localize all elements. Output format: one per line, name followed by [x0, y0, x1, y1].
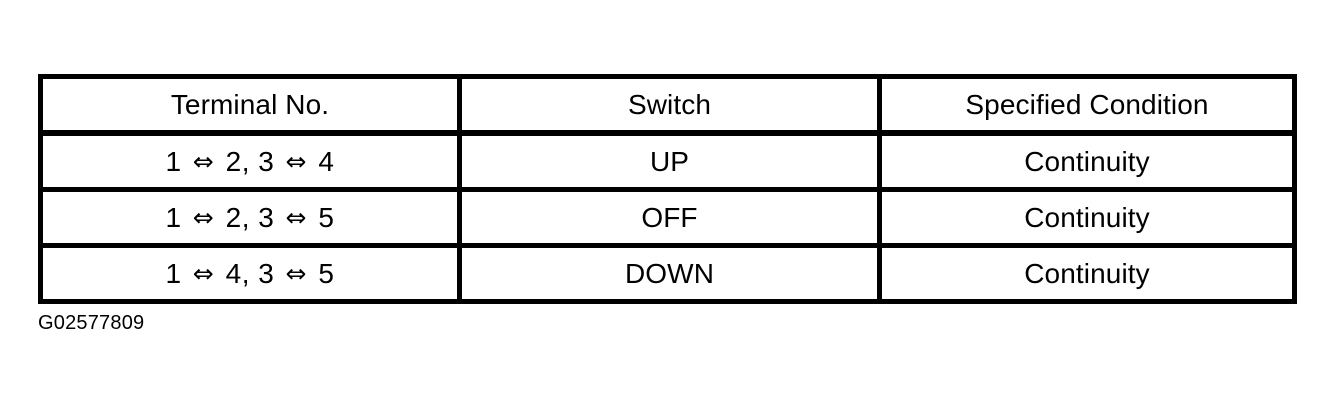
cell-terminal-no-value: 1 ⇔ 2, 3 ⇔ 4 [165, 145, 335, 177]
cell-switch-value: DOWN [624, 257, 715, 289]
cell-specified-condition: Continuity [877, 189, 1297, 248]
cell-switch-value: UP [649, 145, 690, 177]
table-row: 1 ⇔ 2, 3 ⇔ 4 UP Continuity [38, 133, 1297, 192]
cell-terminal-no: 1 ⇔ 4, 3 ⇔ 5 [38, 245, 462, 304]
cell-specified-condition-value: Continuity [1024, 201, 1150, 233]
column-header-switch: Switch [457, 74, 882, 136]
double-arrow-icon: ⇔ [192, 258, 215, 288]
cell-switch: UP [457, 133, 882, 192]
column-header-switch-label: Switch [627, 88, 712, 120]
cell-terminal-no: 1 ⇔ 2, 3 ⇔ 4 [38, 133, 462, 192]
column-header-terminal-no-label: Terminal No. [170, 88, 330, 120]
double-arrow-icon: ⇔ [285, 258, 308, 288]
table-header-row: Terminal No. Switch Specified Condition [38, 74, 1297, 136]
cell-specified-condition-value: Continuity [1024, 145, 1150, 177]
table-row: 1 ⇔ 4, 3 ⇔ 5 DOWN Continuity [38, 245, 1297, 304]
double-arrow-icon: ⇔ [285, 146, 308, 176]
column-header-specified-condition: Specified Condition [877, 74, 1297, 136]
table-row: 1 ⇔ 2, 3 ⇔ 5 OFF Continuity [38, 189, 1297, 248]
double-arrow-icon: ⇔ [192, 202, 215, 232]
switch-continuity-table: Terminal No. Switch Specified Condition … [38, 74, 1297, 304]
cell-terminal-no-value: 1 ⇔ 2, 3 ⇔ 5 [165, 201, 335, 233]
cell-specified-condition-value: Continuity [1024, 257, 1150, 289]
cell-switch: OFF [457, 189, 882, 248]
figure-caption: G02577809 [38, 312, 145, 334]
double-arrow-icon: ⇔ [285, 202, 308, 232]
column-header-terminal-no: Terminal No. [38, 74, 462, 136]
cell-specified-condition: Continuity [877, 245, 1297, 304]
cell-switch-value: OFF [641, 201, 698, 233]
cell-specified-condition: Continuity [877, 133, 1297, 192]
cell-terminal-no-value: 1 ⇔ 4, 3 ⇔ 5 [165, 257, 335, 289]
double-arrow-icon: ⇔ [192, 146, 215, 176]
column-header-specified-condition-label: Specified Condition [965, 88, 1209, 120]
cell-switch: DOWN [457, 245, 882, 304]
cell-terminal-no: 1 ⇔ 2, 3 ⇔ 5 [38, 189, 462, 248]
